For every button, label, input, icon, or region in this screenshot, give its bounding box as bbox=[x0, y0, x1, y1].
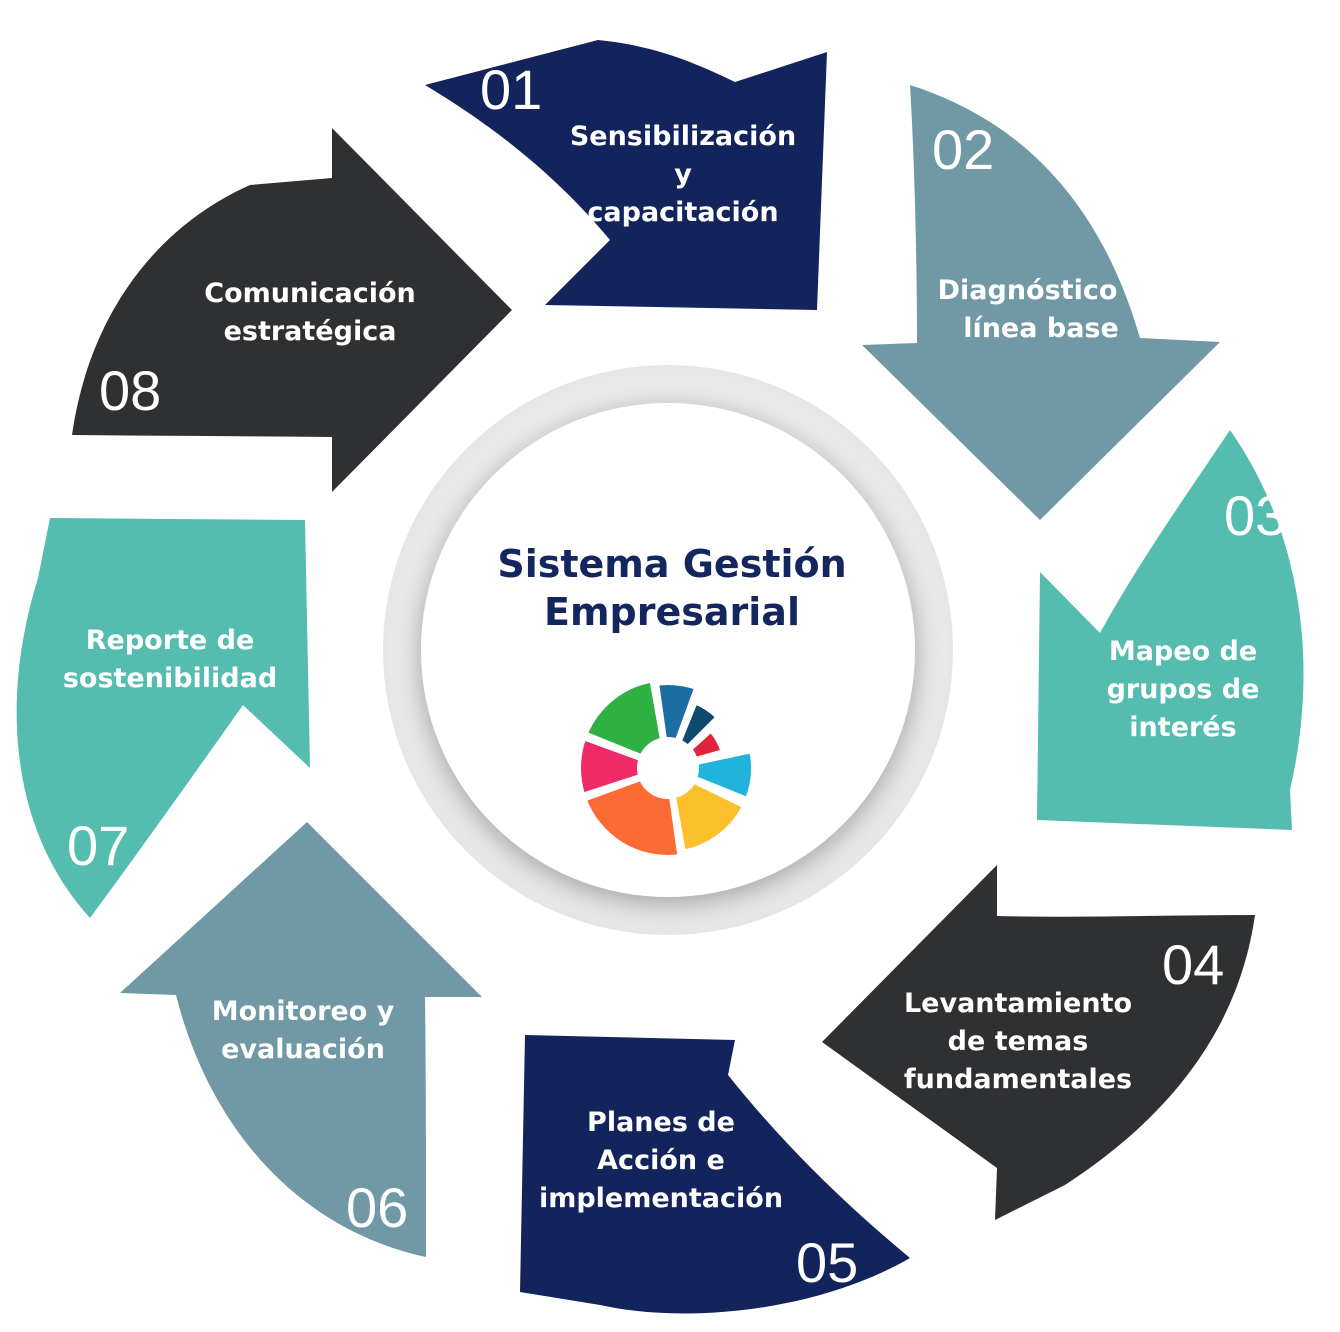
step-02-label-line: Diagnóstico y bbox=[937, 275, 1145, 306]
step-08-number: 08 bbox=[99, 359, 162, 422]
step-02-label-line: línea base bbox=[963, 313, 1119, 344]
step-02-label: Diagnóstico y línea base bbox=[938, 272, 1145, 348]
step-06-label-line: evaluación bbox=[221, 1034, 385, 1065]
step-04-label-line: Levantamiento bbox=[903, 988, 1133, 1019]
step-05-arrow bbox=[520, 1035, 910, 1314]
sdg-wheel-segment bbox=[575, 734, 645, 799]
hub-title-line-2: Empresarial bbox=[544, 590, 800, 634]
step-07-label-line: Reporte de bbox=[85, 625, 255, 656]
step-01-label-line: y bbox=[674, 159, 692, 190]
step-07-label: Reporte de sostenibilidad bbox=[63, 622, 277, 698]
step-03-label-line: Mapeo de bbox=[1108, 636, 1258, 667]
hub-title: Sistema Gestión Empresarial bbox=[497, 540, 846, 636]
step-02-number: 02 bbox=[932, 118, 995, 181]
sdg-wheel-segment bbox=[653, 679, 701, 745]
step-07-label-line: sostenibilidad bbox=[62, 663, 278, 694]
step-08-label: Comunicación estratégica bbox=[204, 275, 415, 351]
sdg-wheel-segment bbox=[669, 777, 749, 856]
hub-title-line-1: Sistema Gestión bbox=[497, 542, 847, 586]
step-03-label-line: interés bbox=[1129, 712, 1237, 743]
step-03-label-line: grupos de bbox=[1106, 674, 1260, 705]
sdg-wheel-segment bbox=[685, 726, 727, 764]
step-05-number: 05 bbox=[796, 1231, 859, 1294]
step-01-label: Sensibilización y capacitación bbox=[570, 118, 796, 232]
step-02-arrow bbox=[862, 85, 1220, 520]
step-04-label-line: de temas bbox=[947, 1026, 1089, 1057]
step-04-number: 04 bbox=[1162, 933, 1225, 996]
sdg-wheel-segment bbox=[580, 774, 684, 861]
sdg-wheel-icon bbox=[575, 676, 757, 861]
step-06-arrow bbox=[120, 822, 482, 1257]
step-08-label-line: Comunicación bbox=[204, 278, 416, 309]
sdg-wheel-segment bbox=[690, 747, 757, 804]
sdg-wheel-center bbox=[644, 744, 692, 792]
step-08-label-line: estratégica bbox=[223, 316, 397, 347]
step-04-arrow bbox=[822, 865, 1255, 1220]
step-01-label-line: Sensibilización bbox=[569, 121, 797, 152]
step-07-number: 07 bbox=[67, 814, 130, 877]
step-06-label-line: Monitoreo y bbox=[211, 996, 395, 1027]
step-06-label: Monitoreo y evaluación bbox=[212, 993, 395, 1069]
sdg-wheel-segment bbox=[581, 676, 667, 761]
step-01-number: 01 bbox=[480, 58, 543, 121]
step-05-label-line: Acción e bbox=[597, 1145, 725, 1176]
step-01-label-line: capacitación bbox=[587, 197, 779, 228]
step-08-arrow bbox=[72, 128, 512, 492]
step-05-label: Planes de Acción e implementación bbox=[539, 1104, 783, 1218]
step-03-number: 03 bbox=[1224, 484, 1287, 547]
step-01-arrow bbox=[425, 40, 827, 310]
step-05-label-line: Planes de bbox=[587, 1107, 735, 1138]
step-05-label-line: implementación bbox=[538, 1183, 784, 1214]
step-03-arrow bbox=[1037, 430, 1304, 830]
step-06-number: 06 bbox=[346, 1176, 409, 1239]
sdg-wheel-segment bbox=[675, 698, 722, 752]
step-07-arrow bbox=[16, 518, 310, 918]
hub-circle bbox=[421, 403, 915, 897]
step-04-label: Levantamiento de temas fundamentales bbox=[904, 985, 1132, 1099]
step-03-label: Mapeo de grupos de interés bbox=[1107, 633, 1260, 747]
step-04-label-line: fundamentales bbox=[903, 1064, 1133, 1095]
